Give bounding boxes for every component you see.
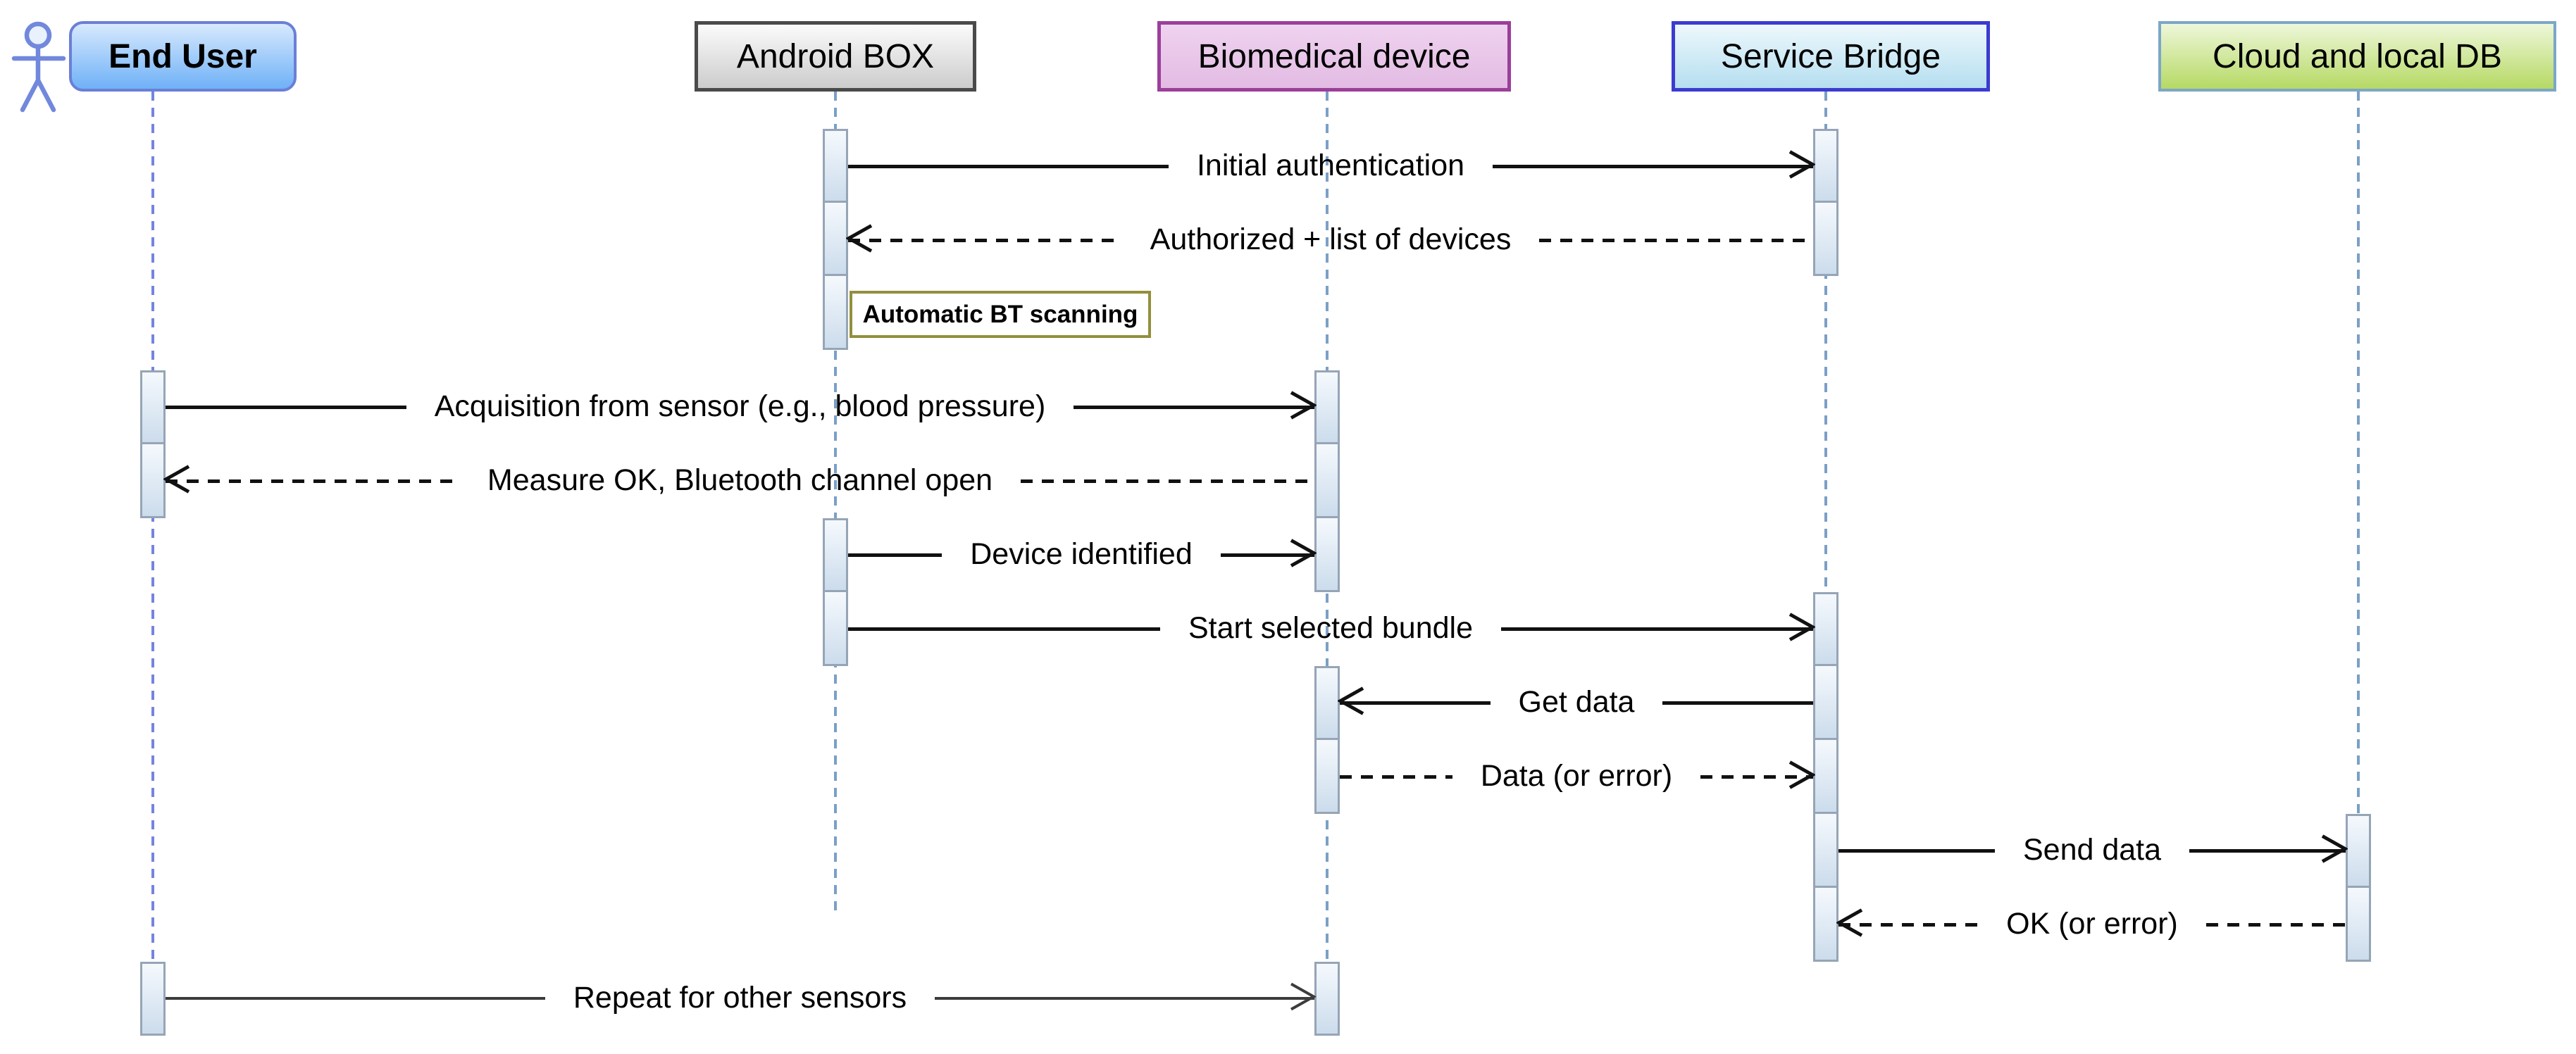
message-line-left xyxy=(166,405,406,409)
end-user-actor-icon xyxy=(8,20,70,118)
message-acquisition-from-sensor-e-g-blood-pressure: Acquisition from sensor (e.g., blood pre… xyxy=(166,389,1318,425)
actor-android-box-header: Android BOX xyxy=(695,21,976,92)
activation-bar-biomedical-device xyxy=(1314,442,1340,518)
message-line-left xyxy=(1838,848,1995,853)
arrowhead-icon xyxy=(1287,537,1318,573)
message-device-identified: Device identified xyxy=(848,537,1318,573)
message-line-left xyxy=(166,479,459,483)
message-label: Initial authentication xyxy=(1196,149,1465,183)
activation-bar-service-bridge xyxy=(1813,664,1838,740)
message-line-left xyxy=(848,164,1169,168)
message-label: Measure OK, Bluetooth channel open xyxy=(487,463,993,498)
arrowhead-icon xyxy=(162,463,193,499)
lifeline-android-box xyxy=(834,92,837,917)
activation-bar-android-box xyxy=(823,590,848,666)
activation-bar-end-user xyxy=(140,442,166,518)
message-ok-or-error: OK (or error) xyxy=(1835,906,2346,943)
activation-bar-android-box xyxy=(823,518,848,592)
arrowhead-icon xyxy=(2318,833,2349,869)
arrowhead-icon xyxy=(1786,611,1817,647)
message-line-left xyxy=(1340,701,1491,705)
message-line-left xyxy=(848,553,942,557)
message-line-right xyxy=(1074,405,1314,409)
message-line-right xyxy=(1700,774,1814,779)
note-automatic-bt-scanning: Automatic BT scanning xyxy=(850,291,1151,338)
message-measure-ok-bluetooth-channel-open: Measure OK, Bluetooth channel open xyxy=(162,463,1314,499)
activation-bar-end-user xyxy=(140,962,166,1036)
activation-bar-end-user xyxy=(140,370,166,444)
activation-bar-cloud-db xyxy=(2346,814,2371,888)
message-label: Acquisition from sensor (e.g., blood pre… xyxy=(434,389,1046,424)
arrowhead-icon xyxy=(1336,685,1367,721)
activation-bar-biomedical-device xyxy=(1314,962,1340,1036)
message-line-left xyxy=(848,238,1122,242)
arrowhead-icon xyxy=(1786,149,1817,184)
message-line-left xyxy=(1838,922,1979,927)
message-start-selected-bundle: Start selected bundle xyxy=(848,610,1817,647)
message-line-right xyxy=(2205,922,2346,927)
activation-bar-service-bridge xyxy=(1813,129,1838,203)
activation-bar-service-bridge xyxy=(1813,738,1838,814)
activation-bar-android-box xyxy=(823,129,848,203)
arrowhead-icon xyxy=(845,222,876,258)
actor-end-user-label: End User xyxy=(108,37,257,75)
arrowhead-icon xyxy=(1786,759,1817,795)
message-line-left xyxy=(166,997,545,1000)
lifeline-cloud-db xyxy=(2357,92,2360,962)
message-label: Send data xyxy=(2022,833,2162,867)
message-label: Start selected bundle xyxy=(1188,611,1473,646)
message-label: Repeat for other sensors xyxy=(573,981,907,1015)
message-initial-authentication: Initial authentication xyxy=(848,148,1817,184)
message-line-right xyxy=(1493,164,1813,168)
message-authorized-list-of-devices: Authorized + list of devices xyxy=(845,222,1813,258)
activation-bar-service-bridge xyxy=(1813,812,1838,888)
activation-bar-biomedical-device xyxy=(1314,666,1340,740)
activation-bar-android-box xyxy=(823,274,848,350)
actor-android-box-label: Android BOX xyxy=(736,37,935,75)
actor-biomedical-device-label: Biomedical device xyxy=(1197,37,1471,75)
message-line-left xyxy=(1340,774,1452,779)
actor-end-user-header: End User xyxy=(69,21,297,92)
message-line-right xyxy=(935,997,1315,1000)
actor-cloud-db-header: Cloud and local DB xyxy=(2158,21,2556,92)
activation-bar-service-bridge xyxy=(1813,886,1838,962)
activation-bar-service-bridge xyxy=(1813,592,1838,666)
activation-bar-biomedical-device xyxy=(1314,516,1340,592)
message-line-right xyxy=(1501,627,1813,631)
activation-bar-biomedical-device xyxy=(1314,370,1340,444)
message-line-right xyxy=(1021,479,1314,483)
actor-service-bridge-label: Service Bridge xyxy=(1720,37,1941,75)
actor-biomedical-device-header: Biomedical device xyxy=(1157,21,1511,92)
message-data-or-error: Data (or error) xyxy=(1340,758,1817,795)
message-line-right xyxy=(1662,701,1814,705)
message-label: Device identified xyxy=(970,537,1193,572)
message-get-data: Get data xyxy=(1336,684,1814,721)
actor-cloud-db-label: Cloud and local DB xyxy=(2213,37,2502,75)
message-repeat-for-other-sensors: Repeat for other sensors xyxy=(166,980,1317,1017)
activation-bar-android-box xyxy=(823,201,848,276)
arrowhead-icon xyxy=(1835,907,1866,943)
activation-bar-biomedical-device xyxy=(1314,738,1340,814)
lifeline-end-user xyxy=(151,92,154,962)
message-label: Get data xyxy=(1518,685,1635,720)
activation-bar-service-bridge xyxy=(1813,201,1838,276)
message-line-right xyxy=(2189,848,2346,853)
message-send-data: Send data xyxy=(1838,832,2349,869)
message-line-right xyxy=(1539,238,1813,242)
arrowhead-icon xyxy=(1287,389,1318,425)
message-label: OK (or error) xyxy=(2006,907,2178,941)
message-line-right xyxy=(1220,553,1315,557)
message-label: Data (or error) xyxy=(1480,759,1673,793)
arrowhead-icon xyxy=(1287,981,1317,1017)
activation-bar-cloud-db xyxy=(2346,886,2371,962)
actor-service-bridge-header: Service Bridge xyxy=(1672,21,1990,92)
note-label: Automatic BT scanning xyxy=(862,300,1138,328)
lifeline-service-bridge xyxy=(1824,92,1827,962)
message-label: Authorized + list of devices xyxy=(1150,222,1512,257)
message-line-left xyxy=(848,627,1160,631)
